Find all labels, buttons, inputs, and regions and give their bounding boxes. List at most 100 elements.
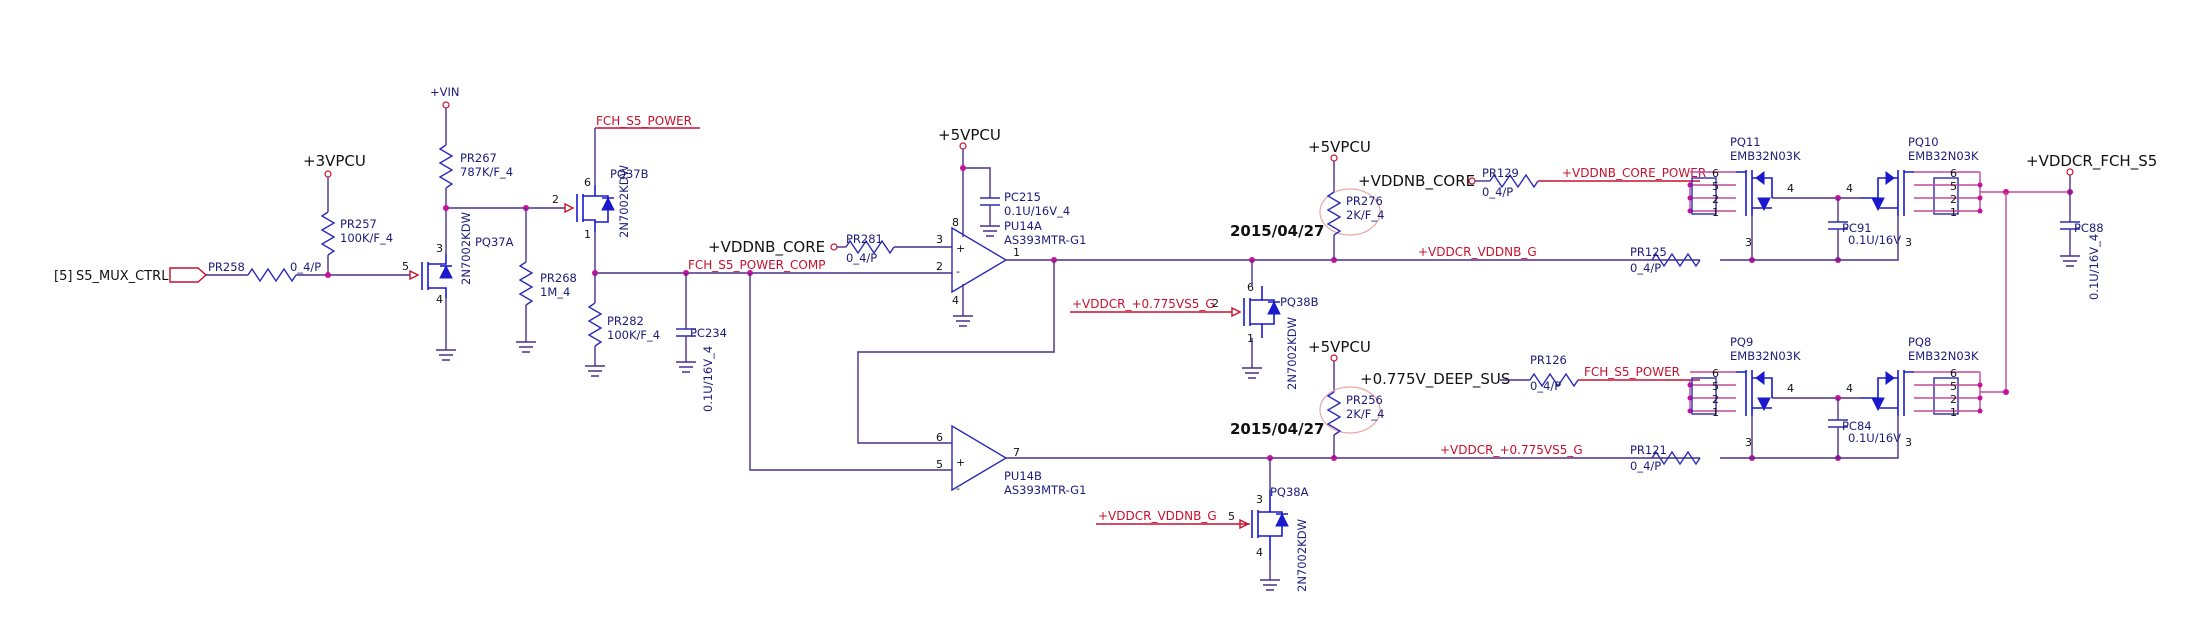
resistor-pr121: PR121 0_4/P	[1630, 443, 1701, 473]
svg-text:PR268: PR268	[540, 271, 577, 285]
svg-text:EMB32N03K: EMB32N03K	[1730, 149, 1801, 163]
svg-text:EMB32N03K: EMB32N03K	[1908, 349, 1979, 363]
svg-text:+VIN: +VIN	[430, 85, 460, 99]
svg-text:PR281: PR281	[846, 232, 883, 246]
svg-text:787K/F_4: 787K/F_4	[460, 165, 513, 179]
svg-text:PQ9: PQ9	[1730, 335, 1753, 349]
mosfet-pq8: PQ8 EMB32N03K 4 3 6 5 2 1	[1720, 335, 1983, 459]
date-top: 2015/04/27	[1230, 222, 1324, 240]
svg-text:3: 3	[936, 233, 943, 246]
svg-text:AS393MTR-G1: AS393MTR-G1	[1004, 233, 1086, 247]
svg-text:AS393MTR-G1: AS393MTR-G1	[1004, 483, 1086, 497]
svg-text:PC91: PC91	[1842, 221, 1872, 235]
svg-text:4: 4	[1846, 182, 1853, 195]
svg-text:6: 6	[1950, 367, 1957, 380]
svg-text:2K/F_4: 2K/F_4	[1346, 407, 1384, 421]
svg-text:PR257: PR257	[340, 217, 377, 231]
svg-text:4: 4	[1787, 182, 1794, 195]
svg-text:4: 4	[952, 294, 959, 307]
svg-text:2: 2	[936, 260, 943, 273]
svg-text:PU14A: PU14A	[1004, 219, 1042, 233]
mosfet-pq10: PQ10 EMB32N03K 4 3 6 5 2 1	[1720, 135, 1983, 261]
svg-text:PC234: PC234	[690, 326, 727, 340]
svg-text:PQ38B: PQ38B	[1280, 295, 1319, 309]
svg-text:PQ38A: PQ38A	[1270, 485, 1309, 499]
comparator-pu14a: 3 2 1 8 4 PU14A AS393MTR-G1 + -	[936, 216, 1086, 307]
svg-text:1: 1	[1950, 206, 1957, 219]
svg-text:100K/F_4: 100K/F_4	[607, 328, 660, 342]
svg-text:EMB32N03K: EMB32N03K	[1730, 349, 1801, 363]
resistor-pr276: PR276 2K/F_4	[1319, 188, 1384, 260]
svg-text:PQ37B: PQ37B	[610, 167, 649, 181]
svg-text:EMB32N03K: EMB32N03K	[1908, 149, 1979, 163]
svg-text:0_4/P: 0_4/P	[1482, 185, 1513, 199]
svg-text:0_4/P: 0_4/P	[290, 260, 321, 274]
svg-text:PR126: PR126	[1530, 353, 1567, 367]
date-bottom: 2015/04/27	[1230, 420, 1324, 438]
net-vddcr-fch-s5: +VDDCR_FCH_S5	[1980, 152, 2157, 395]
svg-text:0.1U/16V_4: 0.1U/16V_4	[1004, 204, 1070, 218]
svg-text:PR256: PR256	[1346, 393, 1383, 407]
svg-text:5: 5	[402, 260, 409, 273]
svg-text:1M_4: 1M_4	[540, 285, 570, 299]
svg-text:2: 2	[1212, 297, 1219, 310]
svg-text:4: 4	[1846, 382, 1853, 395]
resistor-pr125: PR125 0_4/P	[1630, 245, 1701, 275]
svg-text:S5_MUX_CTRL: S5_MUX_CTRL	[76, 269, 169, 284]
net-vddnb-core-right: +VDDNB_CORE	[1358, 172, 1490, 191]
net-label-vddcr-vddnb-g: +VDDCR_VDDNB_G	[1418, 245, 1537, 259]
net-3vpcu: +3VPCU	[303, 152, 366, 212]
capacitor-pc88: PC88 0.1U/16V_4	[2060, 221, 2104, 300]
net-label-vddcr-vs5-g-b: +VDDCR_+0.775VS5_G	[1440, 443, 1583, 457]
resistor-pr281: PR281 0_4/P	[845, 232, 952, 265]
resistor-pr129: PR129 0_4/P	[1482, 166, 1539, 199]
svg-text:PR125: PR125	[1630, 245, 1667, 259]
svg-text:PR258: PR258	[208, 260, 245, 274]
svg-text:6: 6	[1950, 167, 1957, 180]
svg-text:+5VPCU: +5VPCU	[1308, 338, 1371, 356]
svg-text:6: 6	[1712, 167, 1719, 180]
svg-text:2: 2	[1950, 393, 1957, 406]
resistor-pr257: PR257 100K/F_4	[320, 211, 393, 275]
svg-text:5: 5	[1950, 180, 1957, 193]
svg-text:5: 5	[1712, 180, 1719, 193]
svg-text:6: 6	[584, 176, 591, 189]
svg-text:2: 2	[1712, 193, 1719, 206]
svg-text:+VDDCR_FCH_S5: +VDDCR_FCH_S5	[2026, 152, 2157, 171]
net-vin: +VIN	[430, 85, 460, 145]
capacitor-pc234: PC234 0.1U/16V_4	[676, 273, 727, 412]
svg-text:3: 3	[1256, 493, 1263, 506]
svg-text:5: 5	[936, 458, 943, 471]
svg-text:6: 6	[1247, 281, 1254, 294]
comparator-pu14b: 6 5 7 PU14B AS393MTR-G1 + -	[936, 424, 1086, 497]
svg-text:PR129: PR129	[1482, 166, 1519, 180]
svg-text:0_4/P: 0_4/P	[1530, 379, 1561, 393]
net-5vpcu-bottom-right: +5VPCU	[1308, 338, 1371, 392]
svg-text:3: 3	[436, 242, 443, 255]
net-label-vddnb-core-power: +VDDNB_CORE_POWER	[1562, 166, 1706, 180]
svg-text:PR282: PR282	[607, 314, 644, 328]
svg-text:+5VPCU: +5VPCU	[938, 126, 1001, 144]
svg-text:PR121: PR121	[1630, 443, 1667, 457]
mosfet-pq9: PQ9 EMB32N03K 6 5 2 1 4 3	[1687, 335, 1801, 458]
svg-text:PR276: PR276	[1346, 194, 1383, 208]
svg-text:3: 3	[1745, 436, 1752, 449]
svg-text:PC215: PC215	[1004, 190, 1041, 204]
svg-text:0.1U/16V: 0.1U/16V	[1848, 431, 1901, 445]
input-port-s5-mux-ctrl: [5] S5_MUX_CTRL	[54, 267, 248, 284]
svg-text:+VDDCR_+0.775VS5_G: +VDDCR_+0.775VS5_G	[1072, 297, 1215, 311]
net-5vpcu-top-right: +5VPCU	[1308, 138, 1371, 192]
svg-text:+0.775V_DEEP_SUS: +0.775V_DEEP_SUS	[1360, 370, 1510, 389]
net-label-fch-s5-power-comp: FCH_S5_POWER_COMP	[688, 258, 825, 272]
svg-text:+VDDNB_CORE: +VDDNB_CORE	[708, 238, 825, 257]
svg-text:1: 1	[584, 228, 591, 241]
resistor-pr267: PR267 787K/F_4	[438, 144, 513, 208]
svg-text:PC84: PC84	[1842, 419, 1872, 433]
svg-text:4: 4	[1787, 382, 1794, 395]
svg-text:+: +	[956, 242, 965, 255]
svg-text:4: 4	[1256, 546, 1263, 559]
svg-text:-: -	[956, 482, 960, 495]
svg-text:3: 3	[1905, 236, 1912, 249]
svg-text:0_4/P: 0_4/P	[846, 251, 877, 265]
svg-text:-: -	[956, 265, 960, 278]
